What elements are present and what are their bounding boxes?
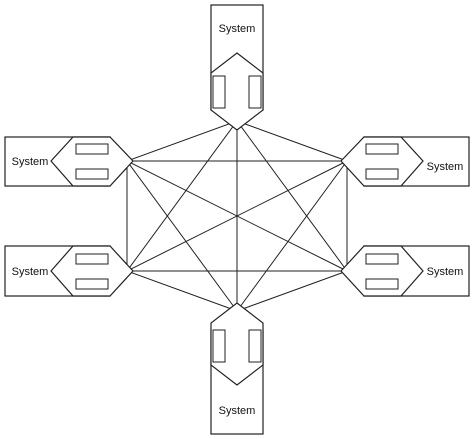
- system-label-left-lower: System: [12, 266, 49, 278]
- system-label-bottom: System: [219, 405, 256, 417]
- arrow-slot-left-upper-bottom: [75, 168, 109, 180]
- arrow-up-top: [210, 52, 264, 131]
- arrow-right-lower: [340, 245, 424, 297]
- arrow-slot-top-right: [248, 75, 262, 109]
- system-node-top: System: [210, 4, 264, 131]
- system-node-right-upper: System: [340, 136, 470, 187]
- link-top-left-upper: [126, 120, 238, 162]
- link-left-lower-right-upper: [126, 160, 348, 272]
- arrow-slot-left-upper-top: [75, 143, 109, 155]
- link-top-left-lower: [126, 120, 238, 272]
- arrow-left-lower: [50, 245, 134, 297]
- arrow-slot-right-upper-bottom: [365, 168, 399, 180]
- arrow-slot-left-lower-top: [75, 253, 109, 265]
- arrow-slot-right-lower-bottom: [365, 278, 399, 290]
- link-top-right-upper: [236, 120, 348, 162]
- system-label-top: System: [219, 23, 256, 35]
- link-top-right-lower: [236, 120, 348, 272]
- system-label-right-lower: System: [427, 266, 464, 278]
- link-left-lower-bottom: [126, 270, 238, 312]
- arrow-right-upper: [340, 136, 424, 187]
- arrow-slot-right-lower-top: [365, 253, 399, 265]
- arrow-left-upper: [50, 136, 134, 187]
- link-right-lower-bottom: [236, 270, 348, 312]
- system-label-right-upper: System: [427, 161, 464, 173]
- system-node-right-lower: System: [340, 245, 470, 297]
- arrow-slot-top-left: [212, 75, 226, 109]
- connection-lines: [126, 120, 348, 312]
- arrow-slot-left-lower-bottom: [75, 278, 109, 290]
- arrow-down-bottom: [210, 302, 264, 386]
- link-right-upper-bottom: [236, 160, 348, 312]
- arrow-slot-bottom-left: [212, 329, 226, 363]
- system-node-left-upper: System: [4, 136, 134, 187]
- link-left-upper-bottom: [126, 160, 238, 312]
- system-node-bottom: System: [210, 302, 264, 435]
- system-label-left-upper: System: [12, 156, 49, 168]
- arrow-slot-bottom-right: [248, 329, 262, 363]
- arrow-slot-right-upper-top: [365, 143, 399, 155]
- system-node-left-lower: System: [4, 245, 134, 297]
